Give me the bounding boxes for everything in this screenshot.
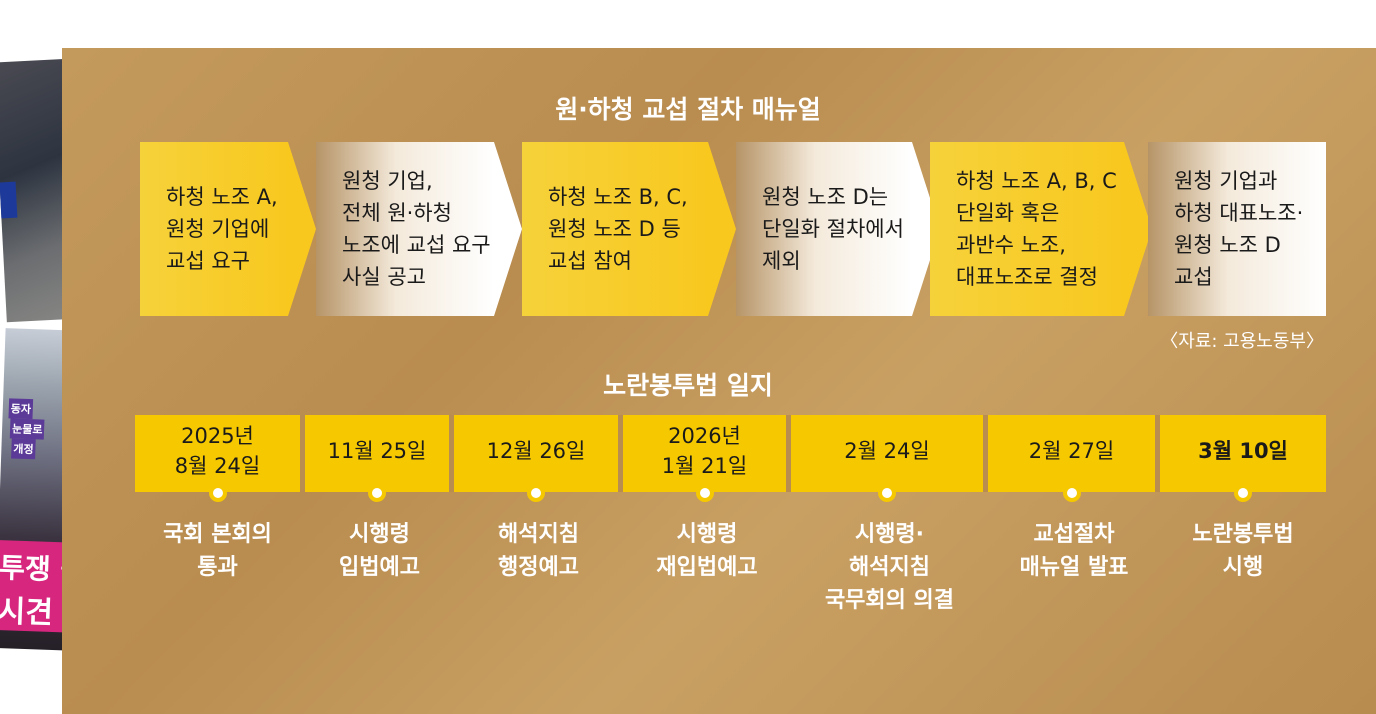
flow-arrow bbox=[1124, 142, 1152, 316]
timeline-event: 국회 본회의 통과 bbox=[163, 522, 272, 580]
source-note: 〈자료: 고용노동부〉 bbox=[1160, 331, 1324, 352]
blue-sign bbox=[0, 181, 18, 219]
timeline-event: 시행령 입법예고 bbox=[339, 522, 420, 580]
timeline-date: 2026년 1월 21일 bbox=[661, 424, 748, 478]
flow-step-text: 하청 노조 A, B, C 단일화 혹은 과반수 노조, 대표노조로 결정 bbox=[956, 169, 1117, 289]
timeline-dot bbox=[368, 484, 386, 502]
timeline-cell: 12월 26일 bbox=[454, 415, 623, 502]
timeline-dot bbox=[208, 484, 227, 502]
timeline-dot bbox=[1062, 484, 1081, 502]
timeline-cell: 2월 27일 bbox=[988, 415, 1160, 502]
timeline-dot bbox=[1234, 484, 1252, 502]
timeline-date: 3월 10일 bbox=[1198, 439, 1288, 463]
timeline-dot bbox=[695, 484, 714, 502]
protest-sign: 눈물로 bbox=[9, 418, 45, 440]
flow-step-text: 원청 기업, 전체 원·하청 노조에 교섭 요구 사실 공고 bbox=[342, 169, 491, 289]
timeline-date: 12월 26일 bbox=[486, 439, 586, 463]
timeline-date: 2025년 8월 24일 bbox=[174, 424, 261, 478]
flow-step: 하청 노조 A, 원청 기업에 교섭 요구 bbox=[140, 142, 288, 316]
procedure-flow: 하청 노조 A, 원청 기업에 교섭 요구 원청 기업, 전체 원·하청 노조에… bbox=[140, 142, 1326, 316]
timeline-event: 시행령 재입법예고 bbox=[656, 522, 758, 580]
timeline-cell: 11월 25일 bbox=[305, 415, 454, 502]
timeline-date: 2월 24일 bbox=[844, 439, 930, 463]
timeline-event: 교섭절차 매뉴얼 발표 bbox=[1019, 522, 1129, 580]
timeline-date: 11월 25일 bbox=[327, 439, 427, 463]
timeline-event: 시행령· 해석지침 국무회의 의결 bbox=[824, 522, 955, 613]
flow-step: 원청 기업, 전체 원·하청 노조에 교섭 요구 사실 공고 bbox=[316, 142, 494, 316]
protest-sign: 개정 bbox=[11, 438, 37, 460]
timeline-date: 2월 27일 bbox=[1028, 439, 1115, 463]
flow-step: 하청 노조 B, C, 원청 노조 D 등 교섭 참여 bbox=[522, 142, 708, 316]
flow-step: 하청 노조 A, B, C 단일화 혹은 과반수 노조, 대표노조로 결정 bbox=[930, 142, 1124, 316]
timeline-cell: 3월 10일 bbox=[1160, 415, 1326, 502]
flow-step-text: 원청 노조 D는 단일화 절차에서 제외 bbox=[762, 185, 904, 273]
flow-step-text: 하청 노조 B, C, 원청 노조 D 등 교섭 참여 bbox=[548, 185, 688, 273]
flow-step-text: 하청 노조 A, 원청 기업에 교섭 요구 bbox=[166, 185, 278, 273]
timeline-event: 해석지침 행정예고 bbox=[498, 522, 579, 580]
flow-arrow bbox=[708, 142, 736, 316]
timeline-cell: 2026년 1월 21일 bbox=[623, 415, 791, 502]
flow-step-text: 원청 기업과 하청 대표노조· 원청 노조 D 교섭 bbox=[1174, 169, 1304, 289]
timeline-cell: 2월 24일 bbox=[791, 415, 988, 502]
flow-title: 원·하청 교섭 절차 매뉴얼 bbox=[555, 95, 821, 124]
timeline-event: 노란봉투법 시행 bbox=[1192, 522, 1294, 580]
flow-arrow bbox=[494, 142, 522, 316]
timeline-title: 노란봉투법 일지 bbox=[603, 371, 773, 400]
timeline-dot bbox=[527, 484, 545, 502]
flow-step: 원청 노조 D는 단일화 절차에서 제외 bbox=[736, 142, 912, 316]
flow-step: 원청 기업과 하청 대표노조· 원청 노조 D 교섭 bbox=[1148, 142, 1326, 316]
flow-arrow bbox=[288, 142, 316, 316]
timeline-cell: 2025년 8월 24일 bbox=[135, 415, 305, 502]
timeline-dot bbox=[878, 484, 896, 502]
timeline-bar: 2025년 8월 24일 11월 25일 12월 26일 2026년 1월 21… bbox=[135, 415, 1326, 502]
